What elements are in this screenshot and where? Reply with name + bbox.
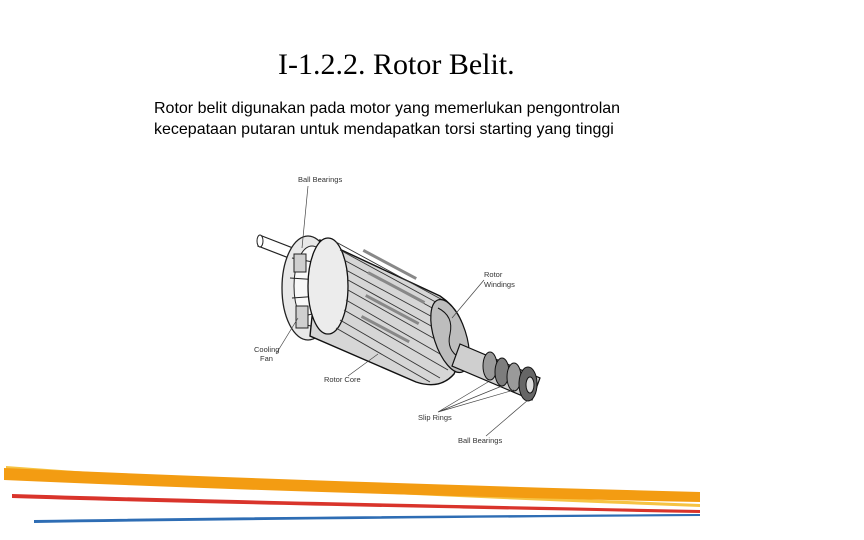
slide-body: Rotor belit digunakan pada motor yang me… <box>154 98 754 140</box>
rotor-core <box>307 237 466 386</box>
label-slip-rings: Slip Rings <box>418 413 452 422</box>
body-line-1: Rotor belit digunakan pada motor yang me… <box>154 100 621 117</box>
body-line-2: kecepataan putaran untuk mendapatkan tor… <box>154 121 614 138</box>
label-cooling-fan-2: Fan <box>260 354 273 363</box>
footer-decorative-stripes <box>4 466 700 523</box>
label-ball-bearings-top: Ball Bearings <box>298 175 342 184</box>
label-cooling-fan-1: Cooling <box>254 345 279 354</box>
label-rotor-windings-2: Windings <box>484 280 515 289</box>
label-rotor-windings-1: Rotor <box>484 270 503 279</box>
slide-title: I-1.2.2. Rotor Belit. <box>278 48 515 81</box>
stripe-blue <box>34 514 700 523</box>
stripe-orange <box>4 468 700 502</box>
label-ball-bearings-bottom: Ball Bearings <box>458 436 502 445</box>
rotor-diagram: Ball Bearings Rotor Windings Cooling Fan… <box>254 175 541 445</box>
leader-lines <box>275 185 529 437</box>
stripe-red <box>12 494 700 513</box>
slip-rings <box>451 343 541 402</box>
label-rotor-core: Rotor Core <box>324 375 361 384</box>
